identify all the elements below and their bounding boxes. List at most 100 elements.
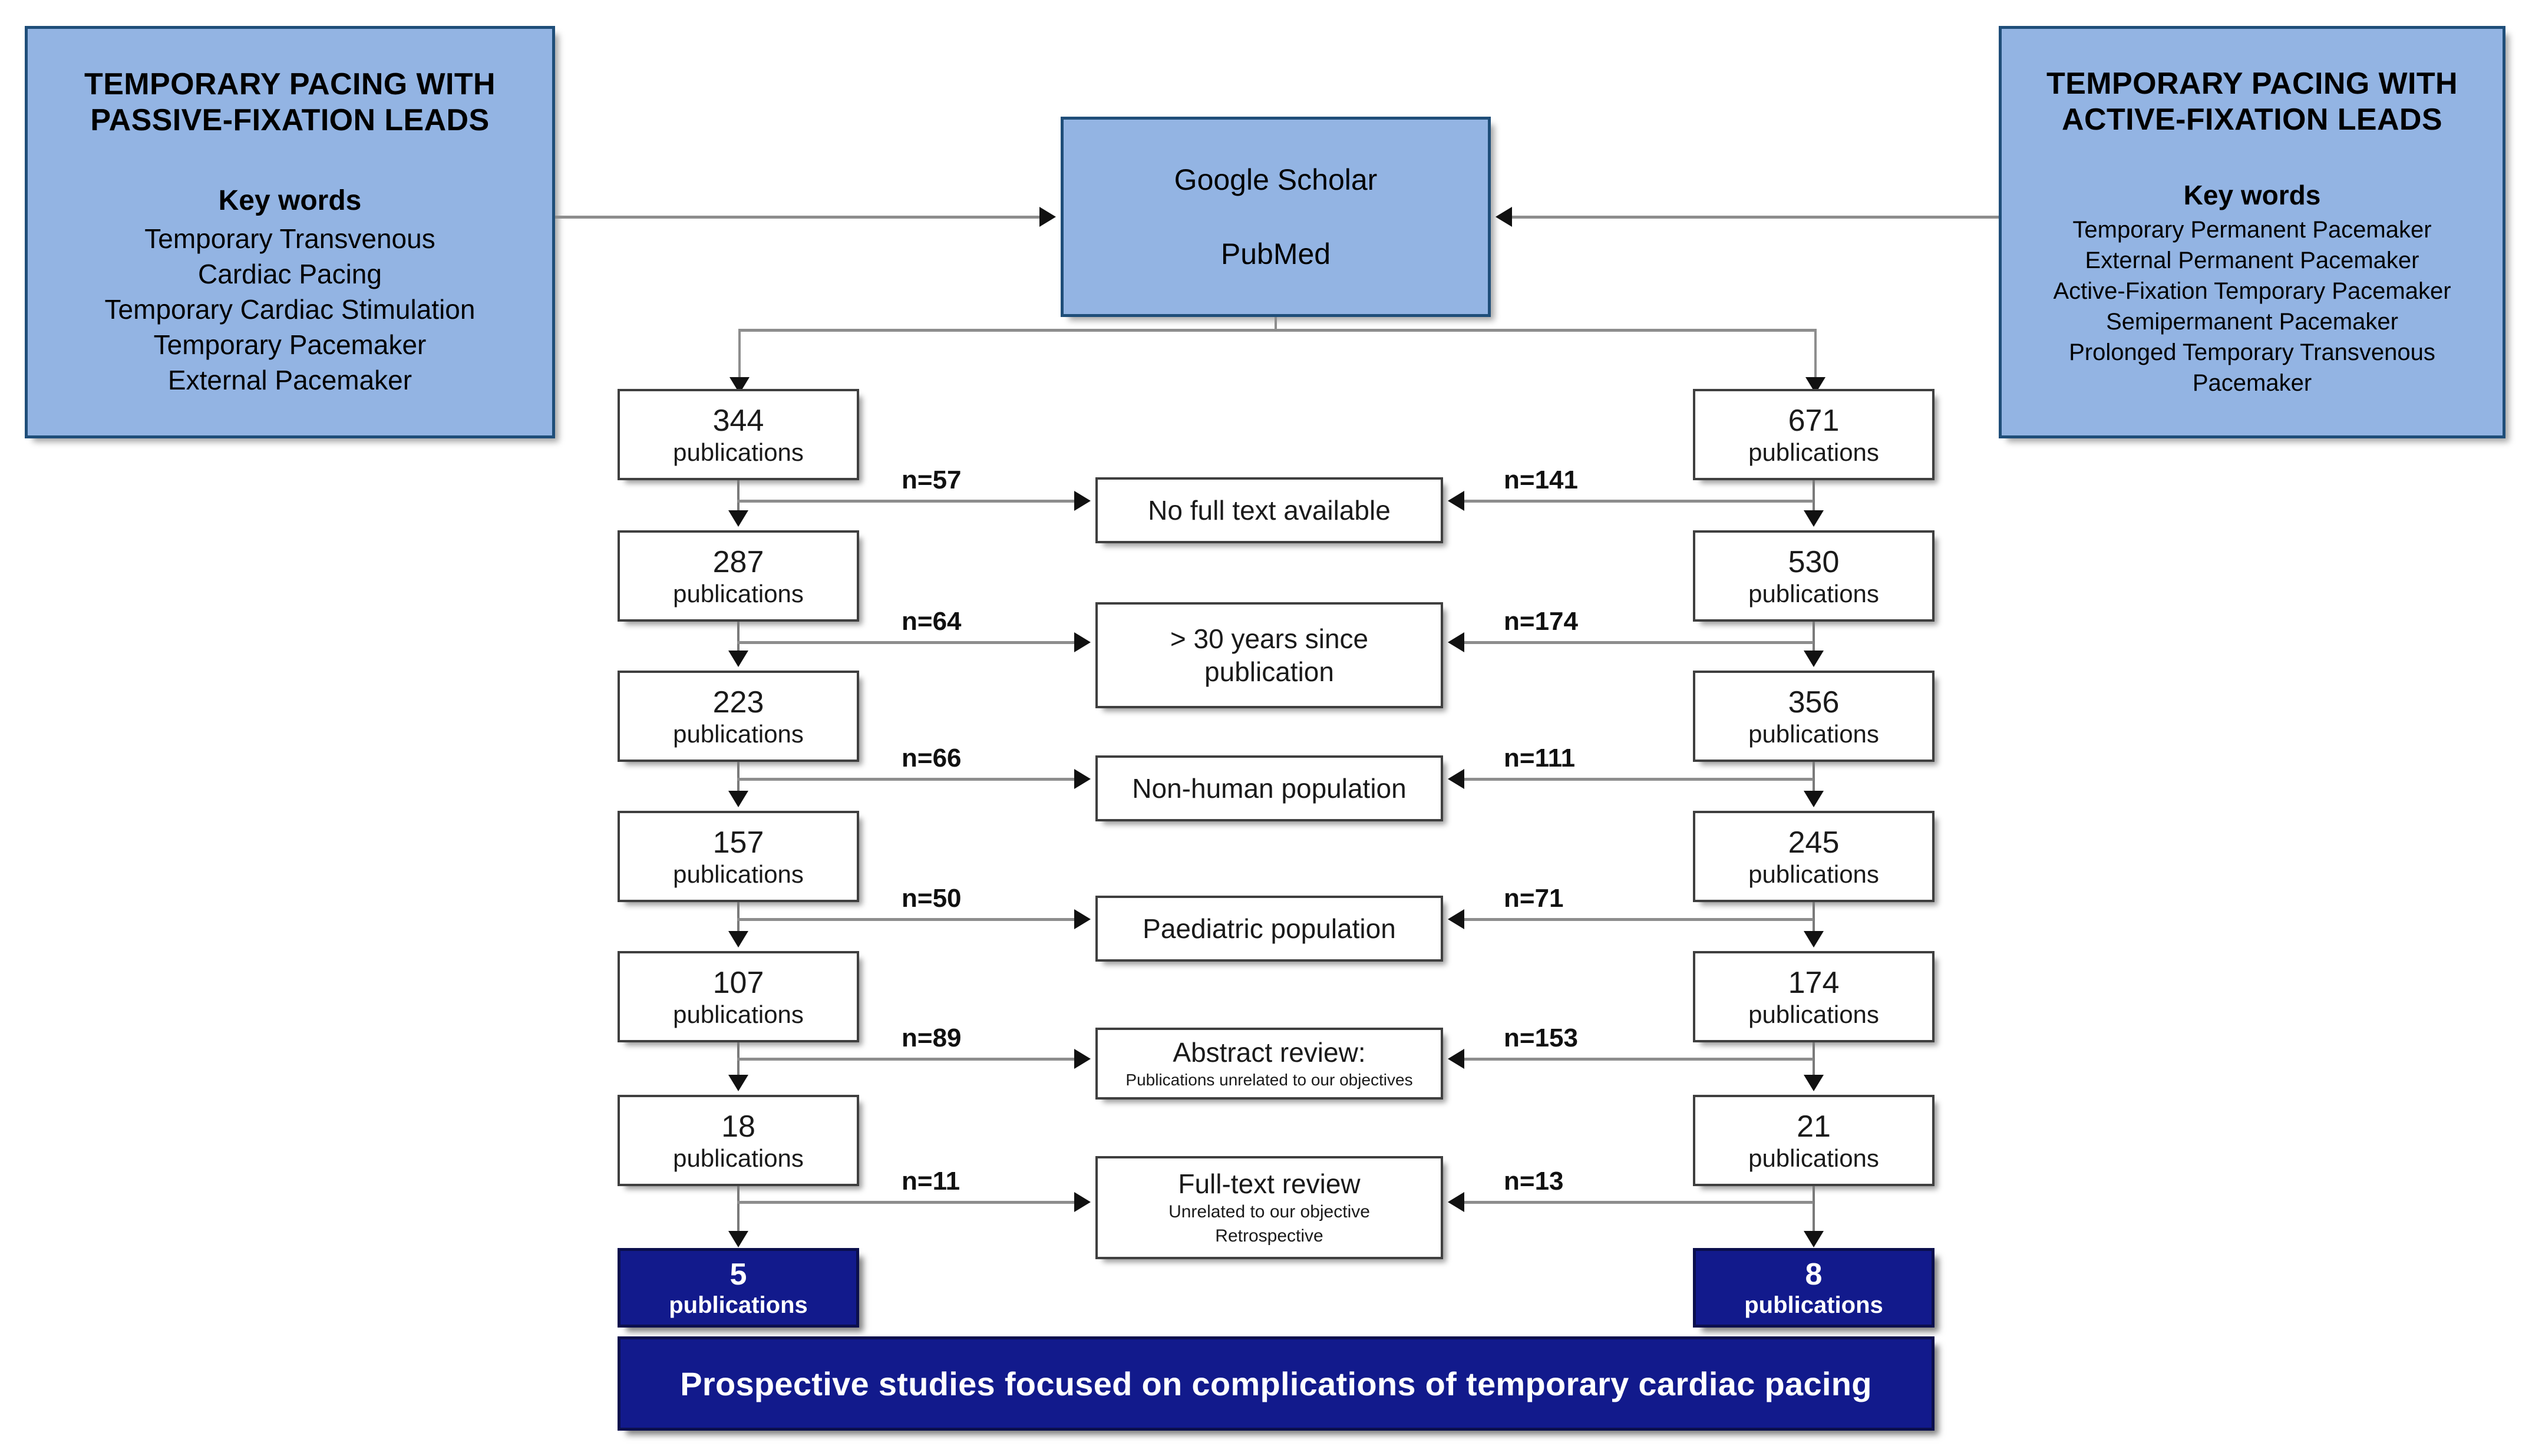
left-count-box: 107 publications: [618, 951, 859, 1042]
right-keyword-item: Temporary Permanent Pacemaker: [2072, 217, 2432, 243]
connector-left-to-exclusion-2: [737, 641, 1074, 644]
arrowhead-right-col-5: [1804, 1075, 1824, 1091]
right-result-box: 8 publications: [1693, 1248, 1935, 1328]
connector-right-col-3: [1813, 762, 1815, 793]
arrowhead-exclusion-6-right: [1448, 1192, 1464, 1212]
exclusion-n-left: n=57: [902, 465, 962, 494]
right-count-box: 356 publications: [1693, 671, 1935, 762]
exclusion-n-right: n=141: [1504, 465, 1578, 494]
right-panel-title-line2: ACTIVE-FIXATION LEADS: [2062, 103, 2442, 137]
count-value: 174: [1788, 965, 1840, 1000]
left-keywords-heading: Key words: [218, 185, 362, 217]
arrowhead-right-col-4: [1804, 931, 1824, 947]
arrowhead-right-col-3: [1804, 791, 1824, 807]
connector-left-col-4: [737, 902, 740, 933]
exclusion-box: No full text available: [1095, 477, 1443, 543]
connector-left-col-1: [737, 480, 740, 513]
source-google-scholar: Google Scholar: [1174, 163, 1378, 196]
count-unit: publications: [1748, 719, 1879, 748]
exclusion-n-right: n=13: [1504, 1167, 1564, 1196]
count-unit: publications: [673, 860, 804, 888]
count-unit: publications: [673, 1000, 804, 1028]
count-unit: publications: [1748, 1000, 1879, 1028]
exclusion-title: No full text available: [1148, 494, 1391, 526]
count-value: 21: [1797, 1109, 1831, 1144]
exclusion-n-left: n=11: [902, 1167, 960, 1196]
arrowhead-exclusion-2-left: [1074, 632, 1091, 652]
left-panel-title-line2: PASSIVE-FIXATION LEADS: [90, 103, 490, 137]
connector-left-panel-to-sources: [555, 216, 1039, 219]
exclusion-title-line1: > 30 years since: [1170, 623, 1369, 654]
arrowhead-right-col-6: [1804, 1231, 1824, 1247]
connector-left-to-exclusion-1: [737, 500, 1074, 503]
count-unit: publications: [673, 719, 804, 748]
arrowhead-into-sources-left: [1039, 207, 1056, 227]
count-unit: publications: [673, 1144, 804, 1172]
connector-left-col-2: [737, 622, 740, 653]
exclusion-box: > 30 years since publication: [1095, 602, 1443, 708]
left-count-box: 223 publications: [618, 671, 859, 762]
count-value: 107: [712, 965, 764, 1000]
right-count-box: 671 publications: [1693, 389, 1935, 480]
arrowhead-left-col-1: [728, 510, 748, 527]
connector-right-to-exclusion-3: [1464, 778, 1813, 781]
exclusion-n-right: n=71: [1504, 884, 1564, 913]
left-count-box: 157 publications: [618, 811, 859, 902]
arrowhead-exclusion-6-left: [1074, 1192, 1091, 1212]
count-unit: publications: [1748, 438, 1879, 466]
conclusion-bar: Prospective studies focused on complicat…: [618, 1336, 1935, 1431]
arrowhead-exclusion-3-right: [1448, 769, 1464, 789]
exclusion-box: Non-human population: [1095, 755, 1443, 821]
connector-split-left-drop: [738, 329, 741, 389]
exclusion-n-right: n=153: [1504, 1024, 1578, 1052]
count-value: 223: [712, 685, 764, 719]
connector-split-right-drop: [1814, 329, 1817, 389]
count-value: 356: [1788, 685, 1840, 719]
exclusion-n-left: n=66: [902, 744, 962, 772]
right-count-box: 245 publications: [1693, 811, 1935, 902]
exclusion-n-left: n=89: [902, 1024, 962, 1052]
left-count-box: 287 publications: [618, 530, 859, 622]
connector-right-col-2: [1813, 622, 1815, 653]
connector-split-bus: [738, 329, 1817, 332]
arrowhead-exclusion-4-right: [1448, 909, 1464, 929]
exclusion-subtitle-1: Unrelated to our objective: [1168, 1202, 1370, 1222]
count-value: 671: [1788, 403, 1840, 438]
result-unit: publications: [1744, 1292, 1883, 1318]
arrowhead-left-col-2: [728, 651, 748, 667]
arrowhead-left-col-4: [728, 931, 748, 947]
arrowhead-exclusion-5-right: [1448, 1049, 1464, 1069]
arrowhead-right-col-1: [1804, 510, 1824, 527]
arrowhead-left-col-5: [728, 1075, 748, 1091]
connector-right-to-exclusion-5: [1464, 1058, 1813, 1061]
right-keyword-item: Pacemaker: [2192, 370, 2312, 397]
right-panel-title: TEMPORARY PACING WITH ACTIVE-FIXATION LE…: [2046, 66, 2458, 138]
connector-left-to-exclusion-4: [737, 918, 1074, 921]
conclusion-text: Prospective studies focused on complicat…: [680, 1365, 1872, 1402]
count-unit: publications: [673, 438, 804, 466]
arrowhead-exclusion-4-left: [1074, 909, 1091, 929]
right-count-box: 174 publications: [1693, 951, 1935, 1042]
left-panel-title: TEMPORARY PACING WITH PASSIVE-FIXATION L…: [84, 67, 496, 139]
connector-right-to-exclusion-2: [1464, 641, 1813, 644]
right-keywords-heading: Key words: [2183, 180, 2321, 211]
count-unit: publications: [1748, 1144, 1879, 1172]
arrowhead-exclusion-5-left: [1074, 1049, 1091, 1069]
count-unit: publications: [1748, 579, 1879, 608]
right-keyword-item: Prolonged Temporary Transvenous: [2069, 339, 2435, 366]
right-panel-title-line1: TEMPORARY PACING WITH: [2046, 66, 2458, 101]
right-count-box: 21 publications: [1693, 1095, 1935, 1186]
count-value: 245: [1788, 825, 1840, 860]
left-count-box: 344 publications: [618, 389, 859, 480]
exclusion-title: Non-human population: [1132, 772, 1407, 804]
result-count: 5: [729, 1257, 747, 1292]
exclusion-n-right: n=174: [1504, 607, 1578, 636]
arrowhead-exclusion-1-left: [1074, 491, 1091, 511]
exclusion-title: Abstract review:: [1173, 1037, 1366, 1068]
left-result-box: 5 publications: [618, 1248, 859, 1328]
left-keyword-item: External Pacemaker: [167, 364, 412, 395]
search-sources-panel: Google Scholar PubMed: [1061, 117, 1491, 317]
exclusion-title: Full-text review: [1178, 1168, 1361, 1199]
arrowhead-right-col-2: [1804, 651, 1824, 667]
right-count-box: 530 publications: [1693, 530, 1935, 622]
